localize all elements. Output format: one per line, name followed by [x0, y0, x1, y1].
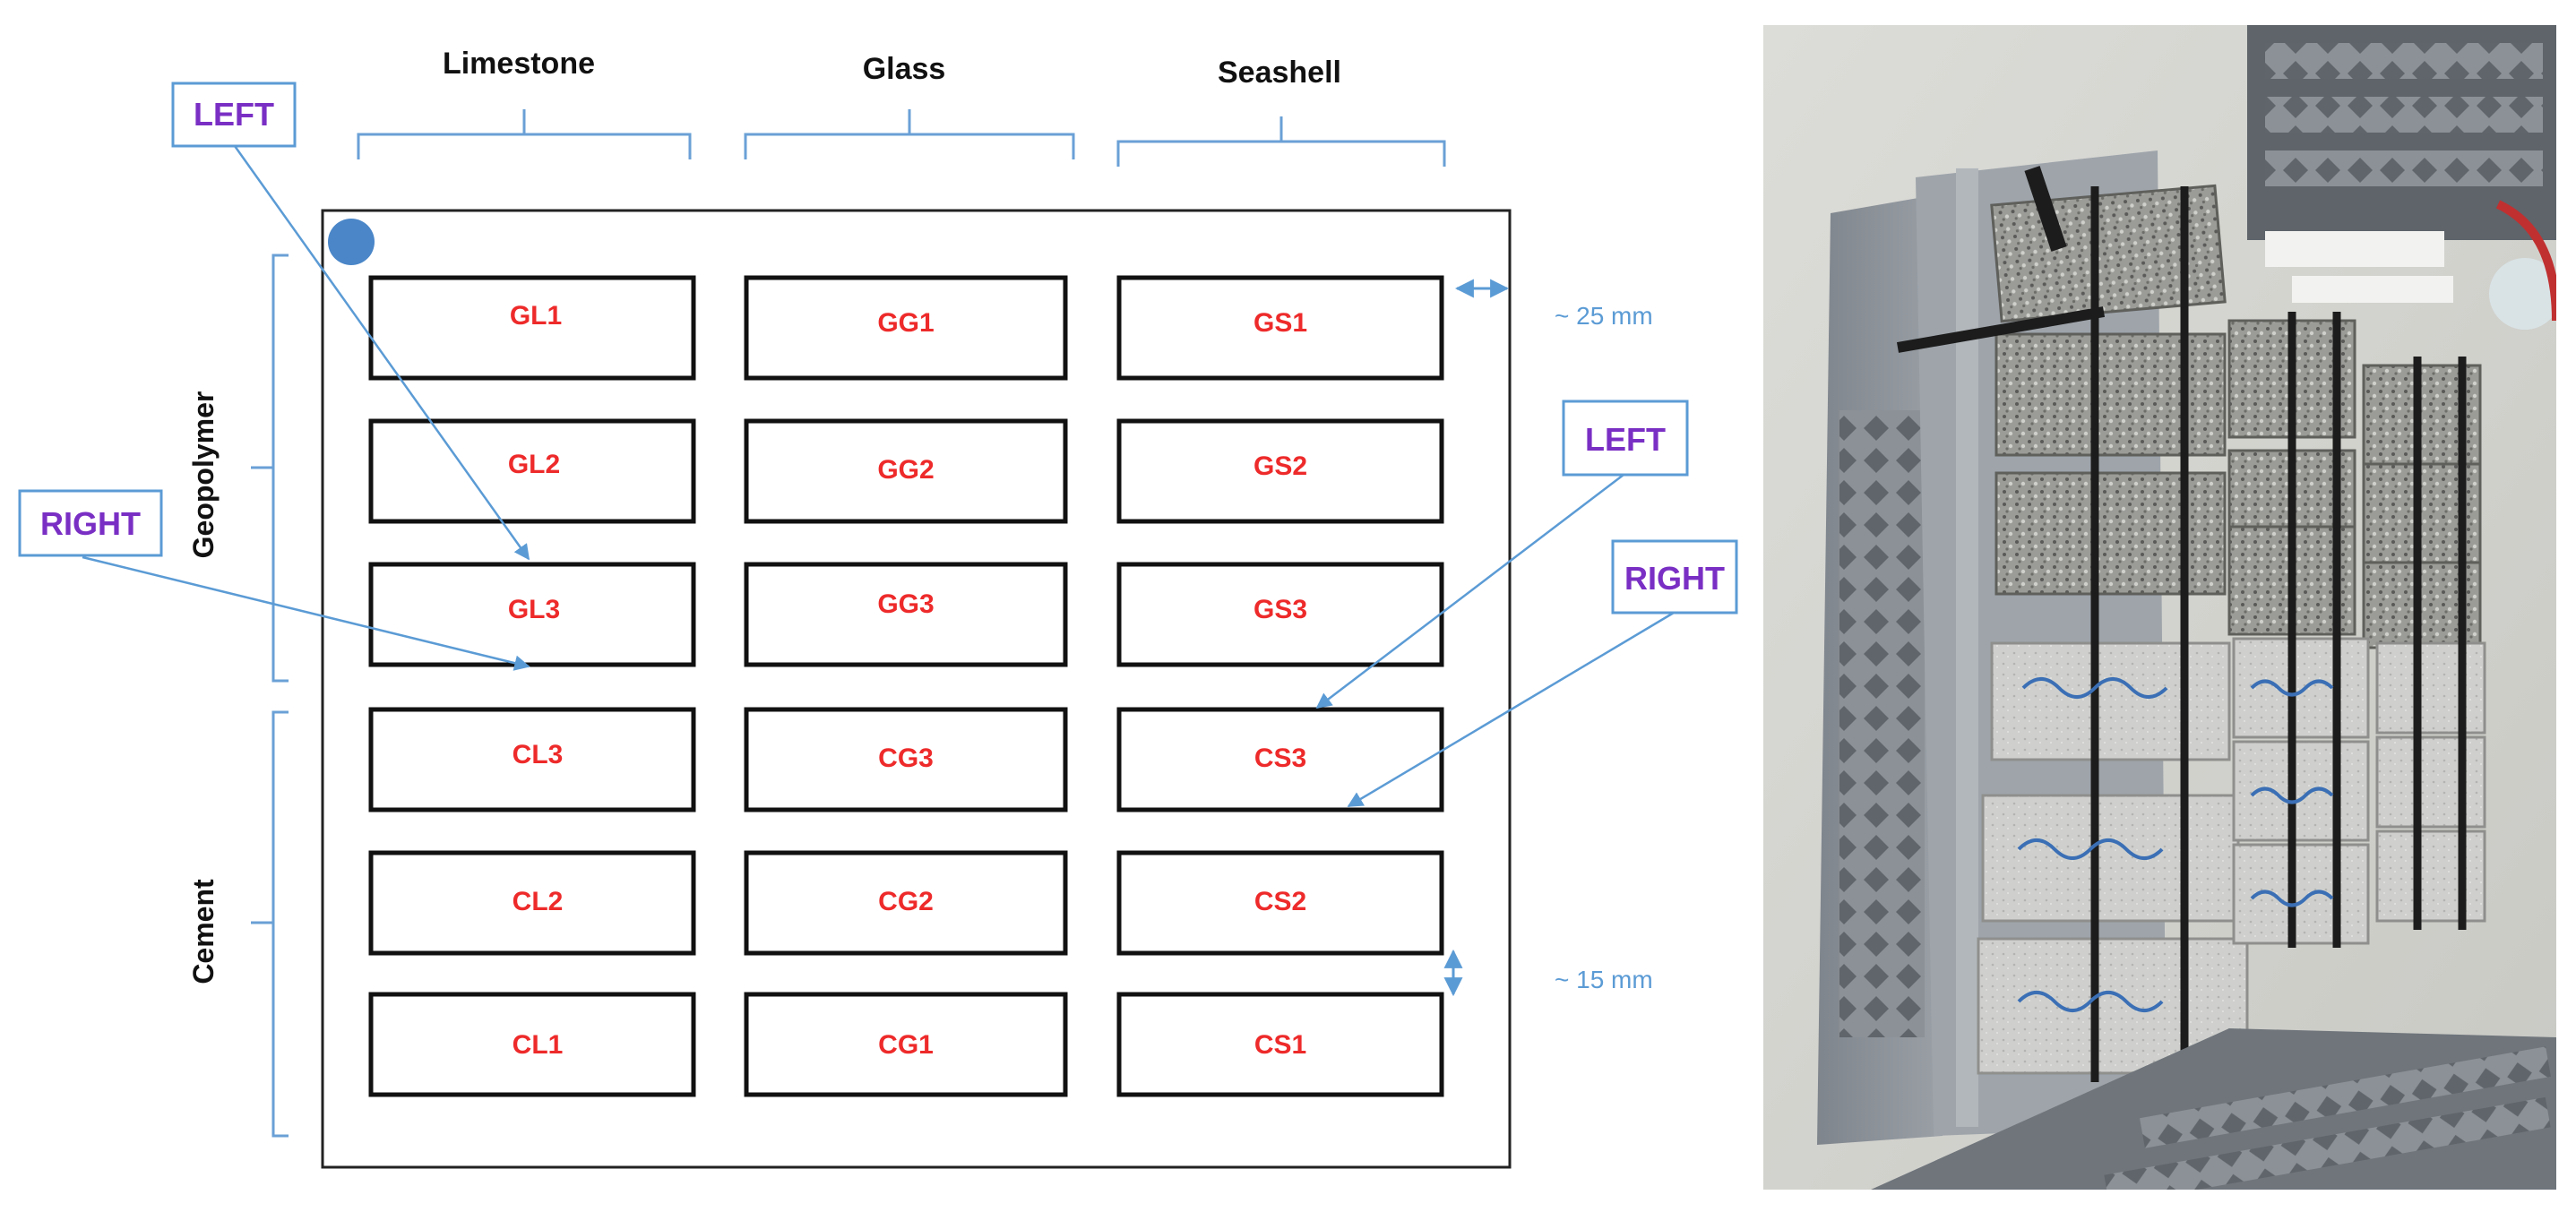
specimen-tray-outline [321, 209, 1512, 1169]
specimen-label: CL1 [513, 1030, 564, 1060]
specimen-label: GS3 [1254, 595, 1307, 624]
callout-right-right: RIGHT [1624, 560, 1725, 597]
group-title-geopolymer: Geopolymer [187, 391, 220, 559]
callout-arrow-left-right [1315, 474, 1624, 709]
group-brace-geopolymer [251, 254, 289, 683]
reference-dot-marker [328, 219, 375, 265]
specimen-label: GG1 [877, 308, 934, 338]
specimen-label: CG3 [878, 744, 934, 773]
vertical-gap-label: ~ 15 mm [1555, 966, 1653, 993]
specimen-labels: GL1 GG1 GS1 GL2 GG2 GS2 GL3 GG3 GS3 CL3 … [508, 301, 1307, 1060]
group-brace-cement [251, 710, 289, 1138]
specimen-label: CS3 [1254, 744, 1306, 773]
callout-box-right-left [18, 489, 163, 557]
specimen-label: GS1 [1254, 308, 1307, 338]
callout-right-left: RIGHT [40, 505, 141, 542]
callout-arrow-left-top [233, 145, 530, 561]
specimen-label: GG3 [877, 589, 934, 619]
column-brace-limestone [357, 109, 692, 159]
specimen-label: GL2 [508, 450, 560, 479]
group-title-cement: Cement [187, 879, 220, 984]
callout-left-top: LEFT [194, 96, 274, 133]
callout-left-right: LEFT [1585, 421, 1666, 458]
column-brace-seashell [1116, 116, 1446, 167]
column-title-glass: Glass [863, 52, 946, 86]
specimen-label: CG2 [878, 887, 934, 916]
callout-arrow-right-left [82, 555, 530, 671]
specimen-label: CS2 [1254, 887, 1306, 916]
callout-box-right-right [1611, 539, 1738, 615]
photo-straps [1896, 166, 2467, 1082]
callout-box-left-right [1562, 400, 1689, 477]
specimen-label: GS2 [1254, 451, 1307, 481]
specimen-label: CS1 [1254, 1030, 1306, 1060]
specimen-rack-photo [1763, 25, 2556, 1190]
specimen-label: CG1 [878, 1030, 934, 1060]
column-title-seashell: Seashell [1218, 56, 1341, 90]
specimen-label: CL2 [513, 887, 564, 916]
specimen-label: GL3 [508, 595, 560, 624]
photo-handwriting-marks [2017, 677, 2334, 1012]
callout-arrow-right-right [1347, 611, 1675, 808]
horizontal-gap-label: ~ 25 mm [1555, 302, 1653, 330]
photo-crate-bottom [1871, 1028, 2556, 1190]
specimen-label: GL1 [510, 301, 562, 331]
column-title-limestone: Limestone [443, 47, 595, 81]
callout-box-left-top [171, 82, 297, 148]
specimen-label: GG2 [877, 455, 934, 485]
column-brace-glass [744, 109, 1075, 159]
specimen-grid [368, 275, 1444, 1097]
photo-crate-top [2247, 25, 2556, 240]
specimen-layout-diagram: Limestone Glass Seashell Geopolymer Ceme… [18, 47, 1738, 1169]
specimen-label: CL3 [513, 740, 564, 769]
